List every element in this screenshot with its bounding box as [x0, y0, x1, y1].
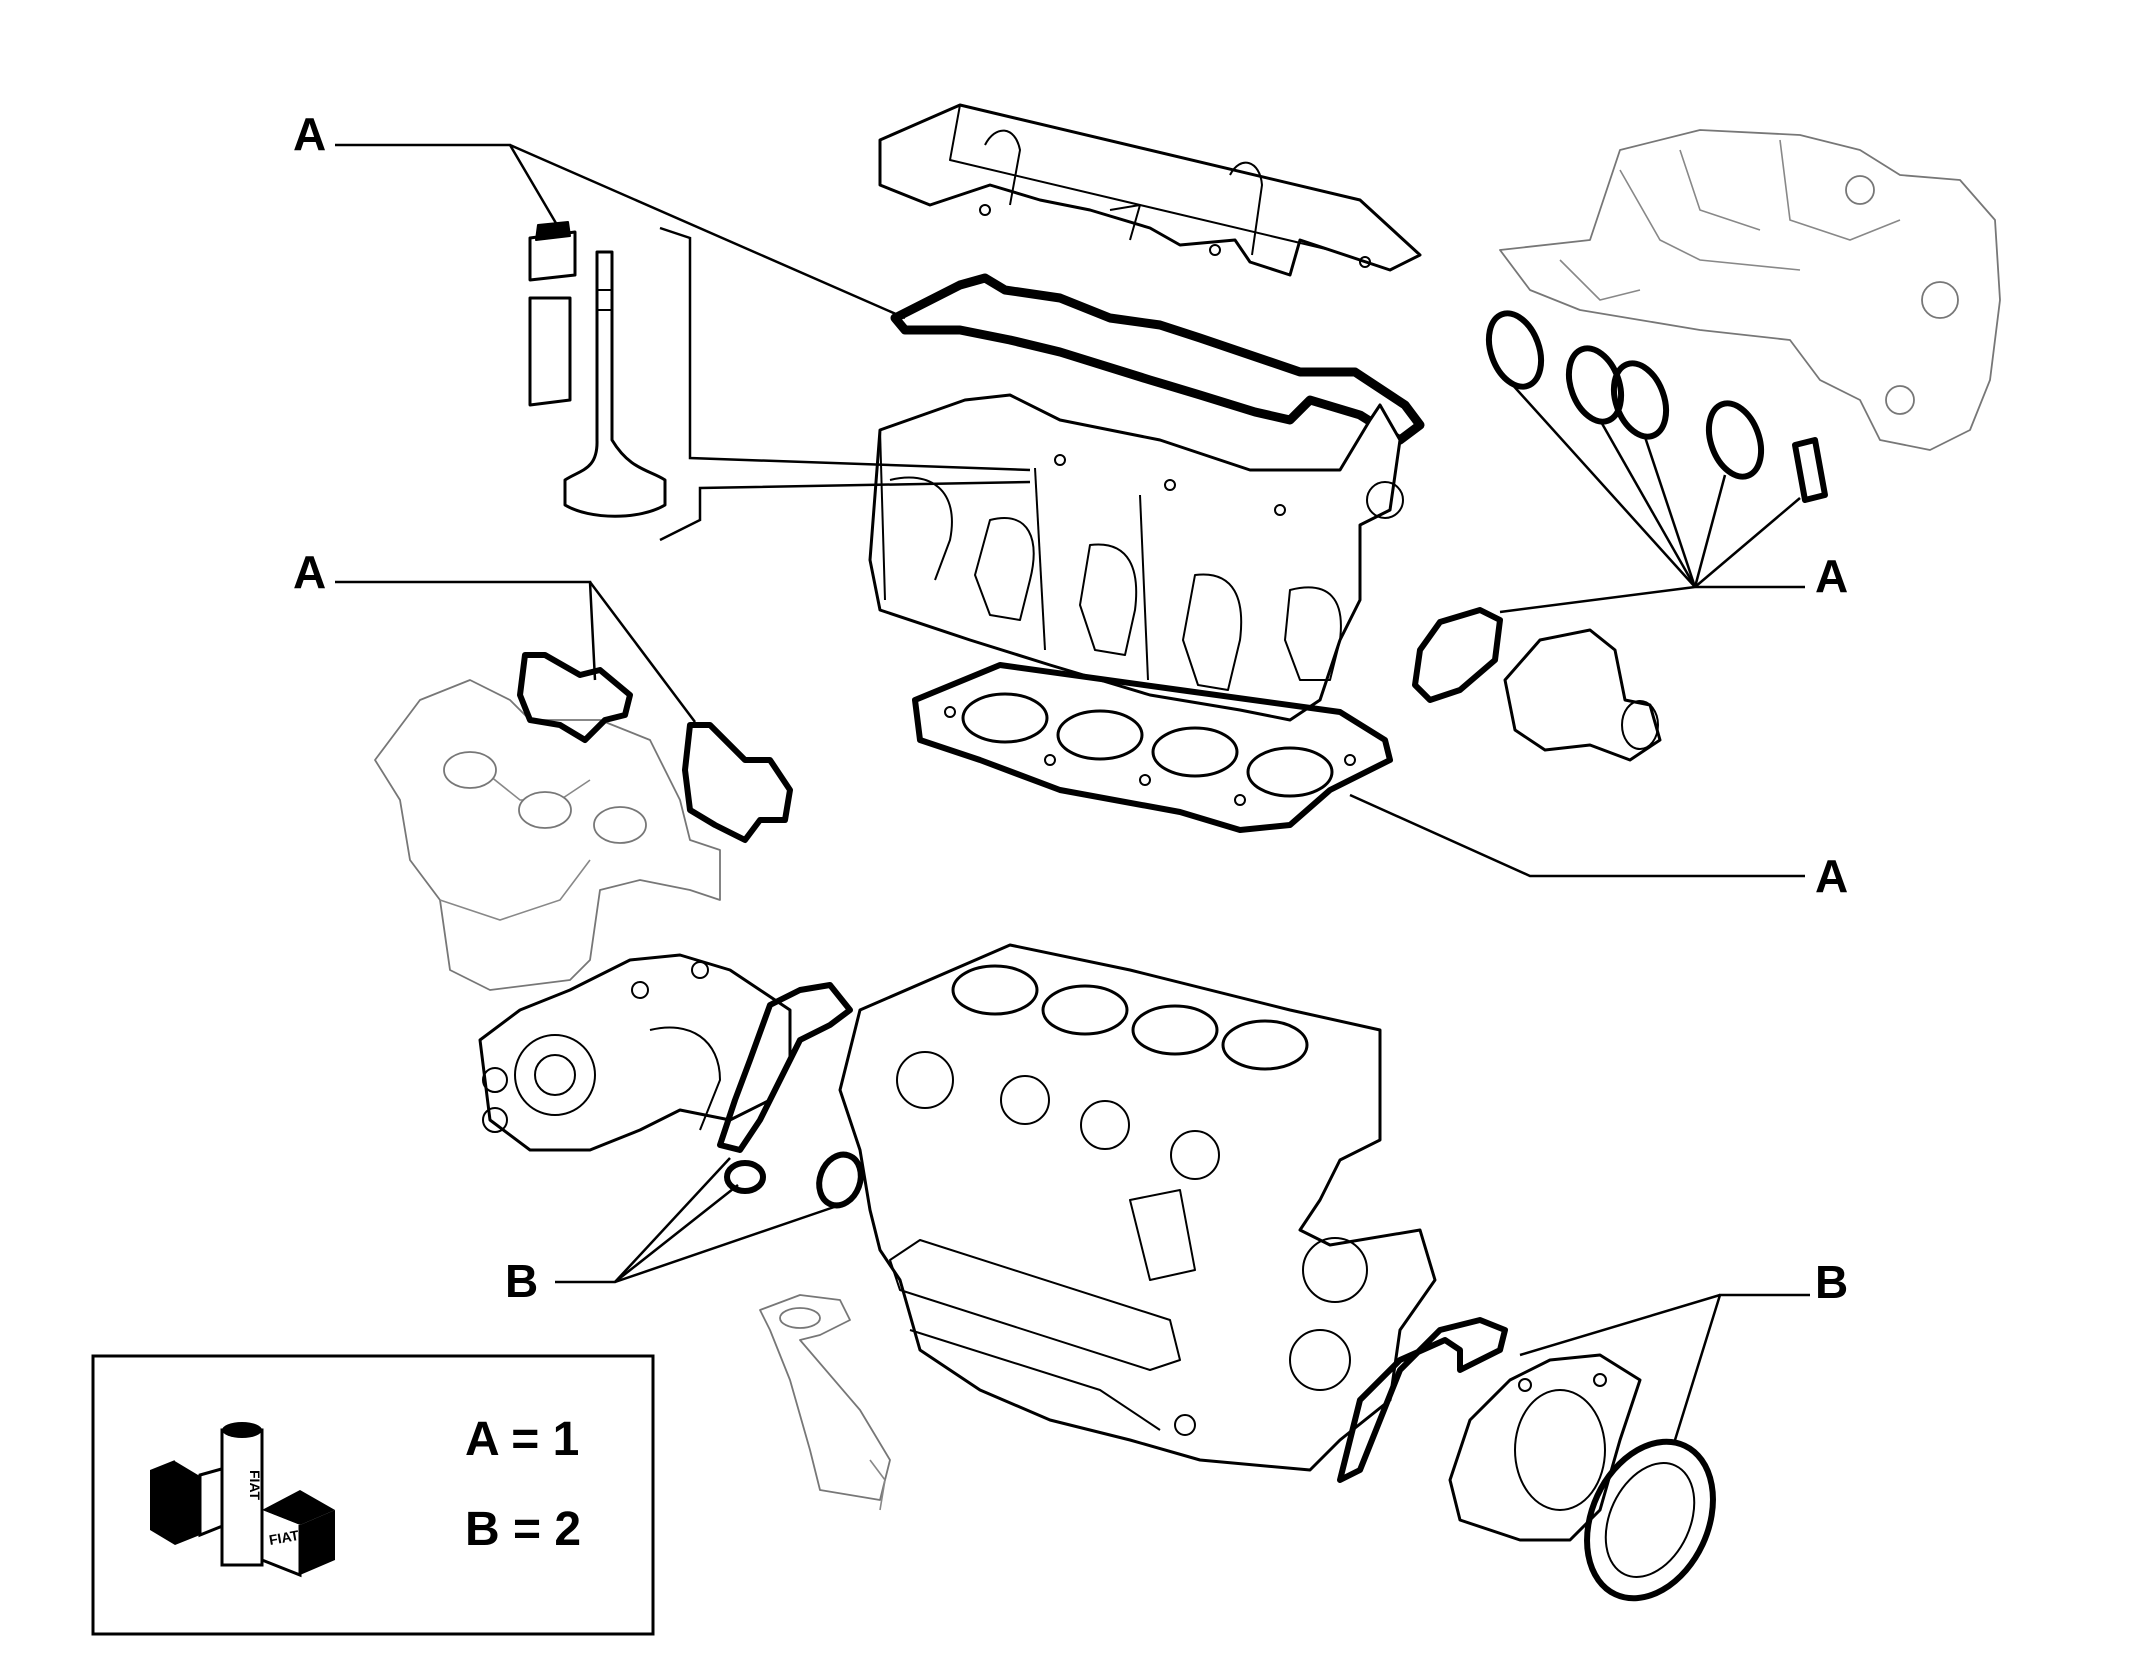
exhaust-manifold-gaskets [517, 652, 793, 843]
callout-a-head-gasket: A [1815, 850, 1848, 902]
callout-b-oil-pump-seals: B [505, 1255, 538, 1307]
callout-a-exhaust-gaskets: A [293, 546, 326, 598]
kit-logo-icon: FIAT FIAT [150, 1422, 335, 1578]
cylinder-head [868, 393, 1404, 722]
valve-cover [878, 103, 1422, 277]
rear-main-seal-housing [1448, 1353, 1642, 1542]
legend-a-quantity: A = 1 [465, 1413, 579, 1466]
oil-pump-gasket [717, 982, 853, 1153]
exhaust-manifold [374, 679, 721, 991]
intake-port-gaskets [1485, 310, 1828, 503]
engine-block [838, 943, 1437, 1472]
valve-components [528, 221, 667, 518]
rear-main-seal-gasket [1337, 1317, 1508, 1483]
rear-main-seal [1584, 1438, 1716, 1602]
head-gasket [912, 662, 1393, 833]
thermostat-gasket [1412, 607, 1503, 703]
oil-pump-seals [724, 1151, 864, 1209]
callout-b-rear-seals: B [1815, 1256, 1848, 1308]
logo-fiat-text-1: FIAT [247, 1470, 263, 1501]
logo-fiat-text-2: FIAT [268, 1527, 301, 1548]
legend-box: FIAT FIAT A = 1 B = 2 [91, 1354, 655, 1636]
callout-a-valves: A [293, 108, 326, 160]
thermostat-housing [1503, 628, 1662, 762]
callout-a-intake-gaskets: A [1815, 550, 1848, 602]
valve-cover-gasket [890, 273, 1425, 445]
leader-lines [335, 143, 1810, 1441]
legend-b-quantity: B = 2 [465, 1503, 581, 1556]
oil-pickup-tube [759, 1294, 891, 1511]
intake-manifold [1499, 129, 2001, 451]
